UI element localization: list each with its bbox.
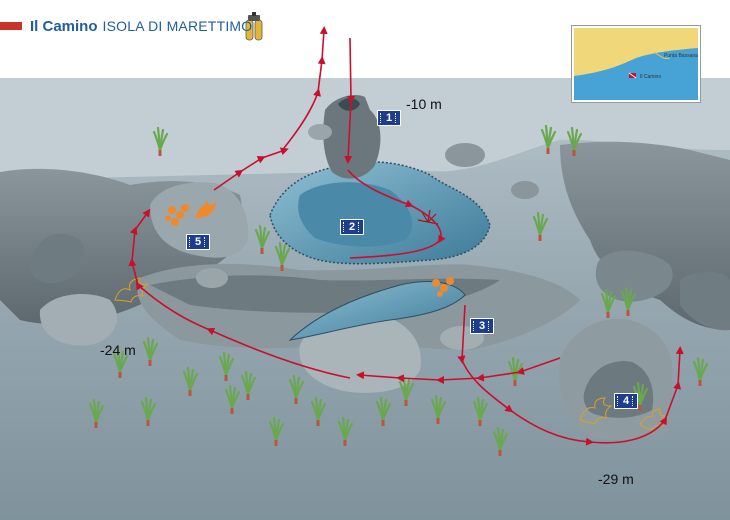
inset-place-label: Punta Bassana (664, 53, 698, 59)
lower-left-boulder (39, 294, 118, 346)
sea-grass-tuft (532, 211, 549, 241)
inset-site-label: Il Camino (640, 74, 662, 80)
sea-grass-tuft (254, 224, 271, 254)
depth-label-bottom: -29 m (598, 471, 634, 487)
scuba-tanks-icon (245, 12, 263, 41)
lower-channel (288, 281, 466, 341)
sea-grass-tuft (310, 396, 327, 426)
dive-route (128, 26, 684, 446)
sea-grass-tuft (540, 124, 557, 154)
sea-grass-tuft (240, 370, 257, 400)
rock (308, 124, 332, 140)
far-right-boulder (680, 271, 730, 331)
sea-grass-tuft (337, 416, 354, 446)
waypoint-4-badge: 4 (614, 393, 638, 409)
waypoint-2-badge: 2 (340, 219, 364, 235)
sea-grass-tuft (288, 374, 305, 404)
right-boulder (595, 250, 673, 302)
sea-grass-tuft (620, 286, 637, 316)
inset-map-graphic (574, 28, 698, 100)
sea-grass-tuft (566, 126, 583, 156)
sea-grass-tuft (430, 394, 447, 424)
sea-grass-tuft (112, 348, 129, 378)
sea-grass-tuft (140, 396, 157, 426)
header-accent-bar (0, 22, 22, 30)
map-header: Il Camino ISOLA DI MARETTIMO (0, 14, 252, 38)
sea-grass-tuft (692, 356, 709, 386)
sea-grass-tuft (182, 366, 199, 396)
left-outcrop (29, 233, 85, 284)
sea-grass-tuft (600, 288, 617, 318)
depth-label-top: -10 m (406, 96, 442, 112)
sea-grass-tuft (218, 351, 235, 381)
waypoint-3-badge: 3 (470, 318, 494, 334)
sea-grass-tuft (274, 241, 291, 271)
location-inset-map: Punta Bassana Il Camino (572, 26, 700, 102)
depth-label-left: -24 m (100, 342, 136, 358)
rock (196, 268, 228, 288)
sea-grass-tuft (142, 336, 159, 366)
sea-grass-tuft (375, 396, 392, 426)
island-subtitle: ISOLA DI MARETTIMO (102, 18, 253, 34)
rock (511, 181, 539, 199)
sea-grass-tuft (268, 416, 285, 446)
sea-grass-tuft (152, 126, 169, 156)
sea-grass-tuft (224, 384, 241, 414)
cave-inner (298, 182, 413, 247)
site-title: Il Camino (30, 17, 98, 35)
waypoint-5-badge: 5 (186, 234, 210, 250)
rock (445, 143, 485, 167)
sea-grass-tuft (88, 398, 105, 428)
waypoint-1-badge: 1 (377, 110, 401, 126)
